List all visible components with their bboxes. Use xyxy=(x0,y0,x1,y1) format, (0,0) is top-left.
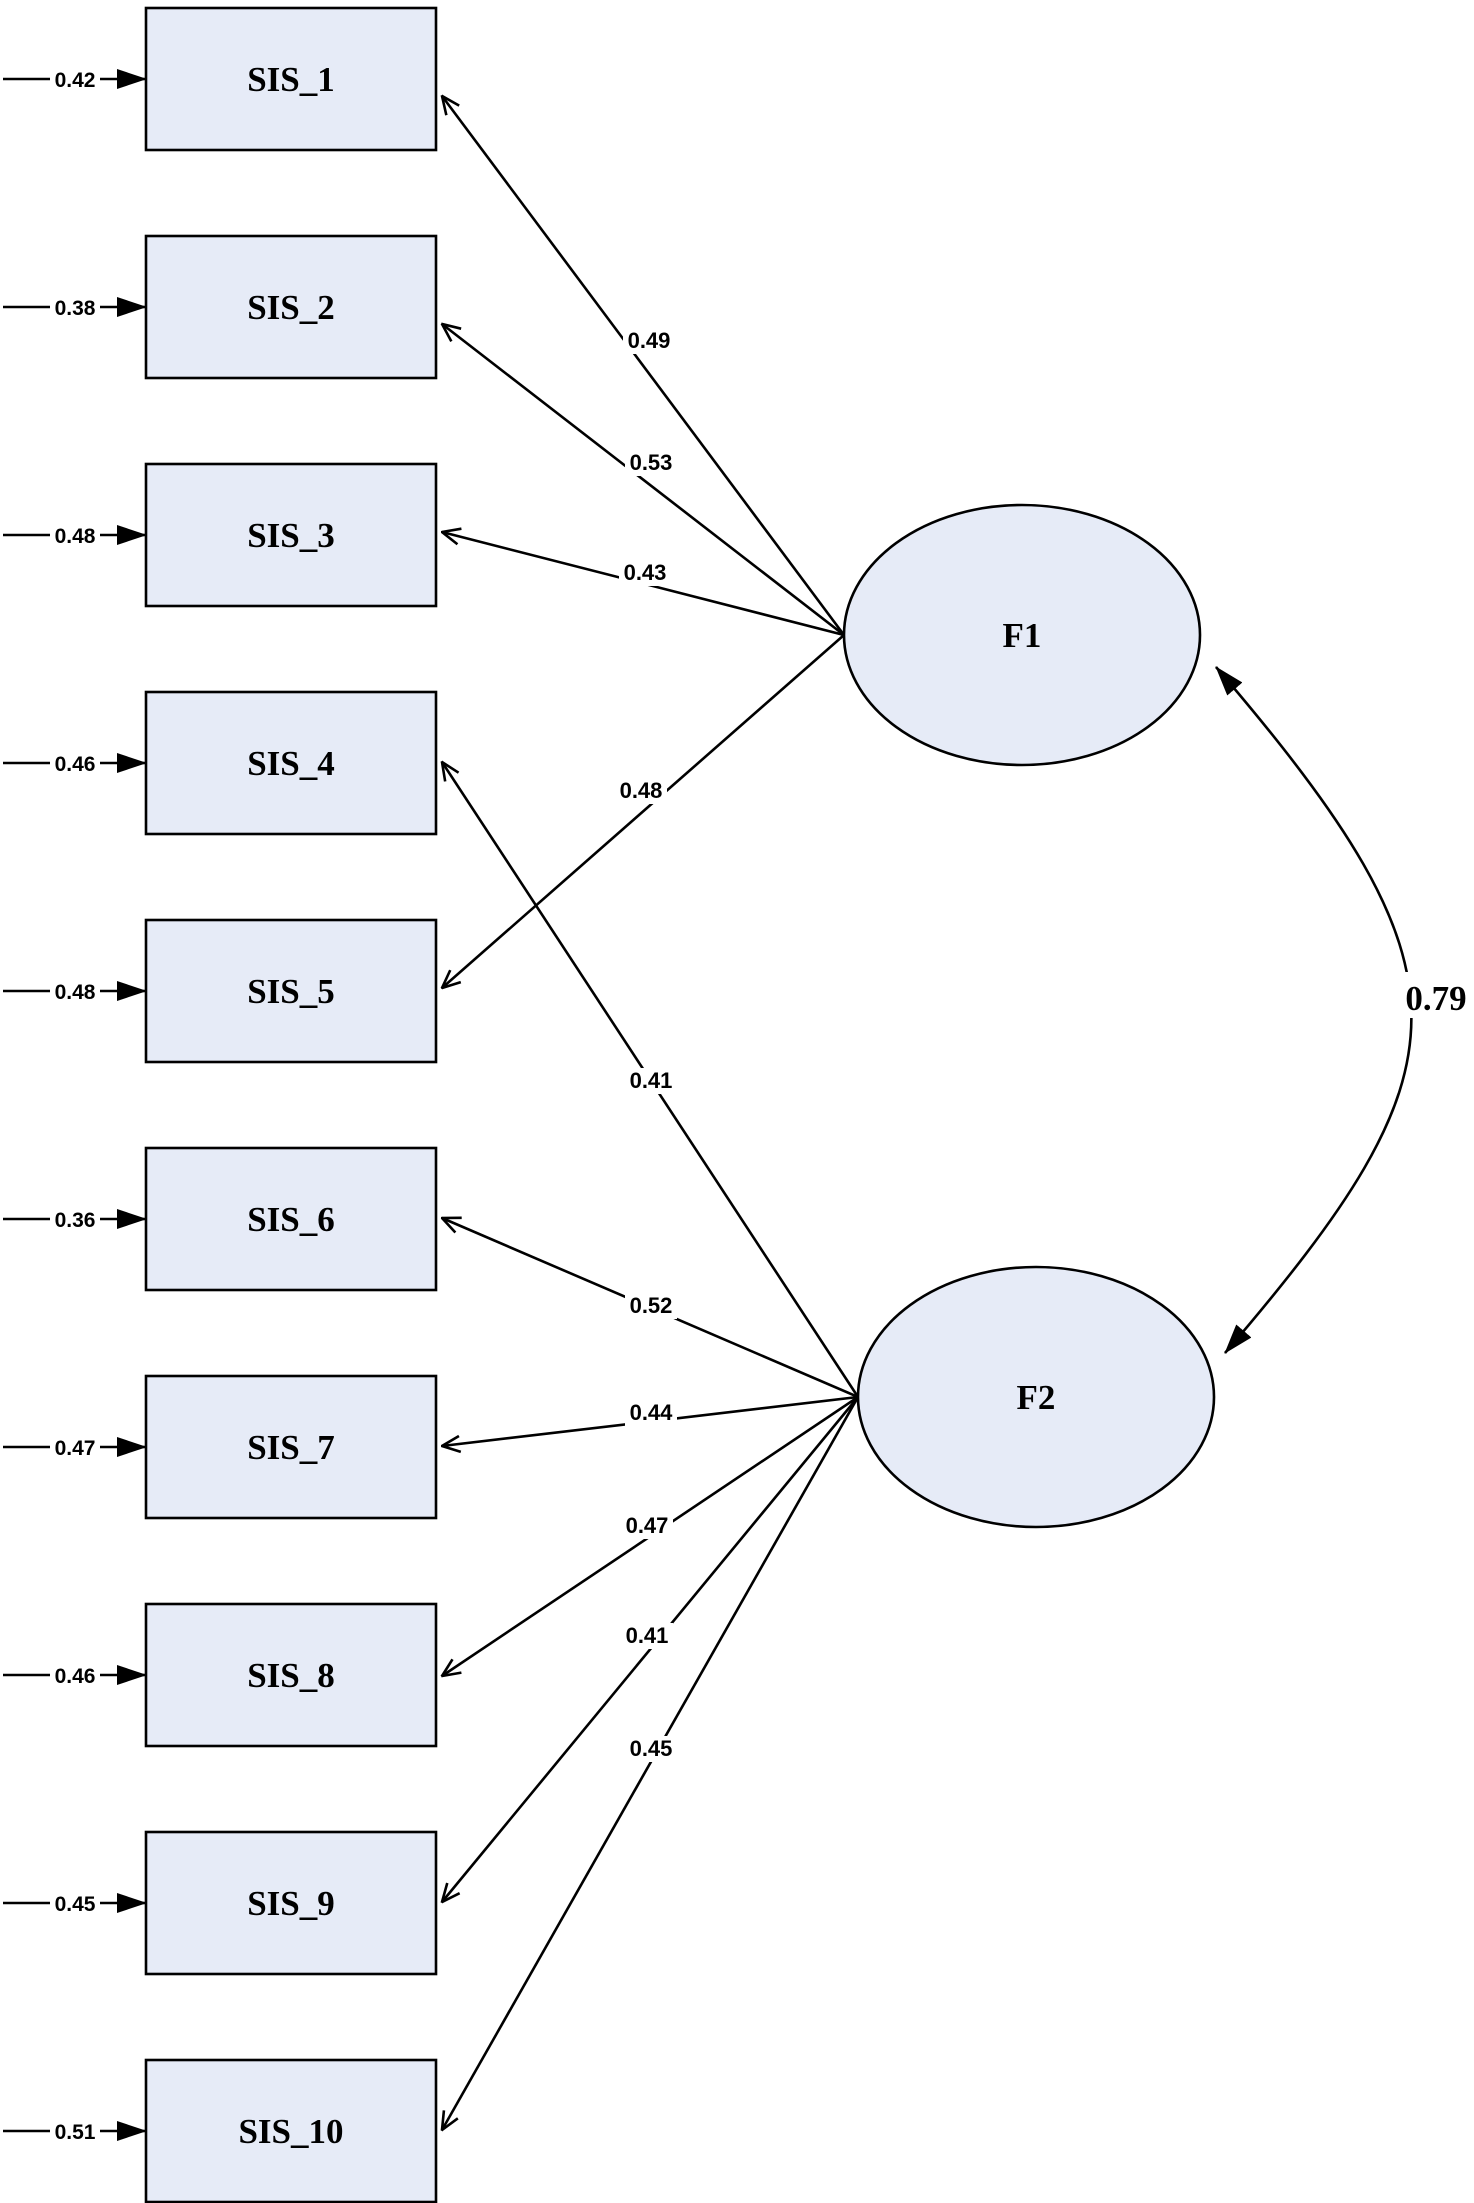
indicator-sis-8: SIS_8 xyxy=(144,1602,438,1748)
error-term-sis-4: 0.46 xyxy=(3,753,147,776)
indicator-label: SIS_6 xyxy=(247,1200,335,1239)
error-variance: 0.38 xyxy=(55,297,96,320)
loading-value-sis-1: 0.49 xyxy=(628,328,671,353)
error-term-sis-1: 0.42 xyxy=(3,69,147,92)
factor-f2: F2 xyxy=(856,1265,1216,1529)
loading-label-bg xyxy=(619,560,671,586)
indicator-sis-2: SIS_2 xyxy=(144,234,438,380)
indicator-box xyxy=(144,1374,438,1520)
indicator-label: SIS_10 xyxy=(238,2112,343,2151)
indicator-label: SIS_8 xyxy=(247,1656,335,1695)
indicator-label: SIS_7 xyxy=(247,1428,335,1467)
indicator-sis-7: SIS_7 xyxy=(144,1374,438,1520)
indicator-box xyxy=(144,690,438,836)
indicator-box xyxy=(144,1146,438,1292)
error-term-sis-6: 0.36 xyxy=(3,1209,147,1232)
loading-value-sis-4: 0.41 xyxy=(630,1068,673,1093)
loading-value-sis-5: 0.48 xyxy=(620,778,663,803)
loading-value-sis-6: 0.52 xyxy=(630,1293,673,1318)
error-term-sis-5: 0.48 xyxy=(3,981,147,1004)
error-variance: 0.46 xyxy=(55,753,96,776)
error-variance: 0.48 xyxy=(55,981,96,1004)
loading-path-sis-2 xyxy=(442,324,845,637)
error-term-sis-3: 0.48 xyxy=(3,525,147,548)
loading-label-bg xyxy=(625,1068,677,1094)
indicator-sis-10: SIS_10 xyxy=(144,2058,438,2203)
indicator-boxes: SIS_1SIS_2SIS_3SIS_4SIS_5SIS_6SIS_7SIS_8… xyxy=(144,6,438,2203)
error-variance: 0.47 xyxy=(55,1437,96,1460)
loading-path-sis-9 xyxy=(442,1396,860,1902)
loading-label-bg xyxy=(615,778,667,804)
indicator-box xyxy=(144,1602,438,1748)
indicator-sis-9: SIS_9 xyxy=(144,1830,438,1976)
correlation-value: 0.79 xyxy=(1405,979,1466,1018)
error-terms: 0.42 0.38 0.48 0.46 0.48 0.36 0.47 0.46 0.45 0.51 xyxy=(3,69,147,2144)
indicator-sis-6: SIS_6 xyxy=(144,1146,438,1292)
loading-paths xyxy=(442,96,860,2130)
indicator-sis-1: SIS_1 xyxy=(144,6,438,152)
indicator-box xyxy=(144,2058,438,2203)
error-term-sis-9: 0.45 xyxy=(3,1893,147,1916)
error-variance: 0.45 xyxy=(55,1893,96,1916)
loading-path-sis-1 xyxy=(442,96,846,636)
indicator-box xyxy=(144,918,438,1064)
factor-ellipse xyxy=(842,503,1202,767)
loading-label-bg xyxy=(625,1293,677,1319)
indicator-box xyxy=(144,6,438,152)
loading-label-bg xyxy=(625,1400,677,1426)
factor-label: F1 xyxy=(1003,616,1042,655)
indicator-box xyxy=(144,1830,438,1976)
error-variance: 0.51 xyxy=(55,2121,96,2144)
error-term-sis-8: 0.46 xyxy=(3,1665,147,1688)
error-variance: 0.48 xyxy=(55,525,96,548)
factor-correlation: 0.79 xyxy=(1215,666,1474,1354)
error-term-sis-10: 0.51 xyxy=(3,2121,147,2144)
indicator-label: SIS_5 xyxy=(247,972,335,1011)
indicator-box xyxy=(144,234,438,380)
indicator-sis-3: SIS_3 xyxy=(144,462,438,608)
correlation-label-bg xyxy=(1396,972,1474,1018)
indicator-label: SIS_4 xyxy=(247,744,335,783)
indicator-sis-4: SIS_4 xyxy=(144,690,438,836)
factor-f1: F1 xyxy=(842,503,1202,767)
error-term-sis-7: 0.47 xyxy=(3,1437,147,1460)
loading-value-sis-8: 0.47 xyxy=(626,1513,669,1538)
factor-ellipse xyxy=(856,1265,1216,1529)
indicator-label: SIS_1 xyxy=(247,60,335,99)
indicator-sis-5: SIS_5 xyxy=(144,918,438,1064)
correlation-curve xyxy=(1215,666,1413,1354)
indicator-label: SIS_3 xyxy=(247,516,335,555)
loading-value-sis-9: 0.41 xyxy=(626,1623,669,1648)
loading-label-bg xyxy=(625,1736,677,1762)
factor-label: F2 xyxy=(1017,1378,1056,1417)
loading-label-bg xyxy=(623,328,675,354)
loading-value-sis-7: 0.44 xyxy=(630,1400,674,1425)
loading-path-sis-5 xyxy=(442,634,845,988)
loading-path-sis-10 xyxy=(442,1396,860,2130)
loading-label-bg xyxy=(625,450,677,476)
error-variance: 0.46 xyxy=(55,1665,96,1688)
error-variance: 0.36 xyxy=(55,1209,96,1232)
indicator-label: SIS_2 xyxy=(247,288,335,327)
loading-value-sis-2: 0.53 xyxy=(630,450,673,475)
loading-label-bg xyxy=(621,1513,673,1539)
loading-label-bg xyxy=(621,1623,673,1649)
indicator-label: SIS_9 xyxy=(247,1884,335,1923)
loading-value-sis-10: 0.45 xyxy=(630,1736,673,1761)
error-variance: 0.42 xyxy=(55,69,96,92)
loading-value-sis-3: 0.43 xyxy=(624,560,667,585)
loading-labels: 0.49 0.53 0.43 0.48 0.41 0.52 0.44 0.47 0.41 0.45 xyxy=(615,328,677,1762)
error-term-sis-2: 0.38 xyxy=(3,297,147,320)
indicator-box xyxy=(144,462,438,608)
